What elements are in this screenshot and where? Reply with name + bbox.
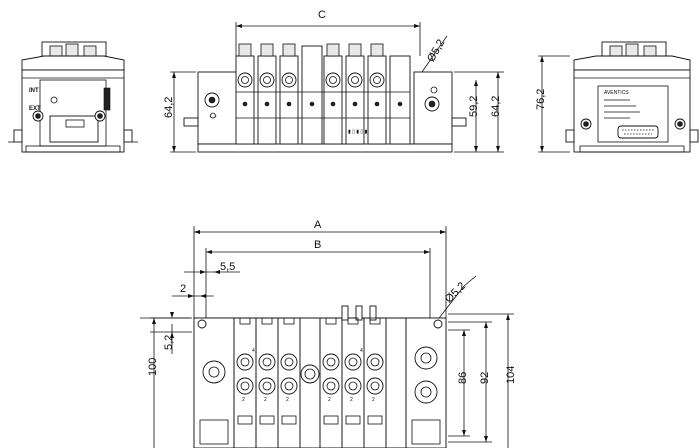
- dim-c: C: [318, 9, 326, 21]
- dim-side-height: 76,2: [535, 89, 547, 110]
- dim-top-hole: Ø5,2: [443, 280, 468, 305]
- port-4-label-1: 4: [252, 348, 255, 354]
- dim-92: 92: [479, 372, 491, 384]
- port-2-label-3: 2: [286, 397, 289, 403]
- port-2-label-1: 2: [242, 397, 245, 403]
- dim-86: 86: [457, 372, 469, 384]
- valve-stack: ▮ ▯ ▮ ▯ ▮: [235, 43, 411, 145]
- port-2-label-2: 2: [264, 397, 267, 403]
- top-valve-slices: 2 2 2 2 2 2 4 4: [233, 305, 407, 448]
- dim-slot: 5,2: [163, 335, 175, 350]
- dim-104: 104: [505, 366, 517, 384]
- dim-2: 2: [180, 283, 186, 295]
- front-view: C Ø5,2: [163, 9, 504, 153]
- dim-front-left-height: 64,2: [163, 97, 175, 118]
- left-side-view: INT EXT: [8, 41, 138, 153]
- top-view: A B 5,5 2 Ø5,2 5,2 100: [140, 219, 517, 448]
- brand-label: AVENTICS: [604, 90, 629, 96]
- svg-text:▮ ▯ ▮ ▯ ▮: ▮ ▯ ▮ ▯ ▮: [348, 129, 368, 135]
- dim-5-5: 5,5: [220, 261, 235, 273]
- dim-front-right-outer: 64,2: [490, 96, 502, 117]
- int-label: INT: [29, 88, 39, 94]
- port-2-label-4: 2: [328, 397, 331, 403]
- port-2-label-5: 2: [350, 397, 353, 403]
- port-4-label-2: 4: [360, 348, 363, 354]
- right-side-view: 76,2 AVENTICS: [535, 41, 699, 153]
- port-2-label-6: 2: [372, 397, 375, 403]
- dim-b: B: [314, 239, 321, 251]
- dim-front-hole: Ø5,2: [425, 37, 447, 64]
- dim-100: 100: [147, 358, 159, 376]
- dim-a: A: [314, 219, 322, 231]
- dim-front-right-inner: 59,2: [468, 96, 480, 117]
- ext-label: EXT: [29, 106, 41, 112]
